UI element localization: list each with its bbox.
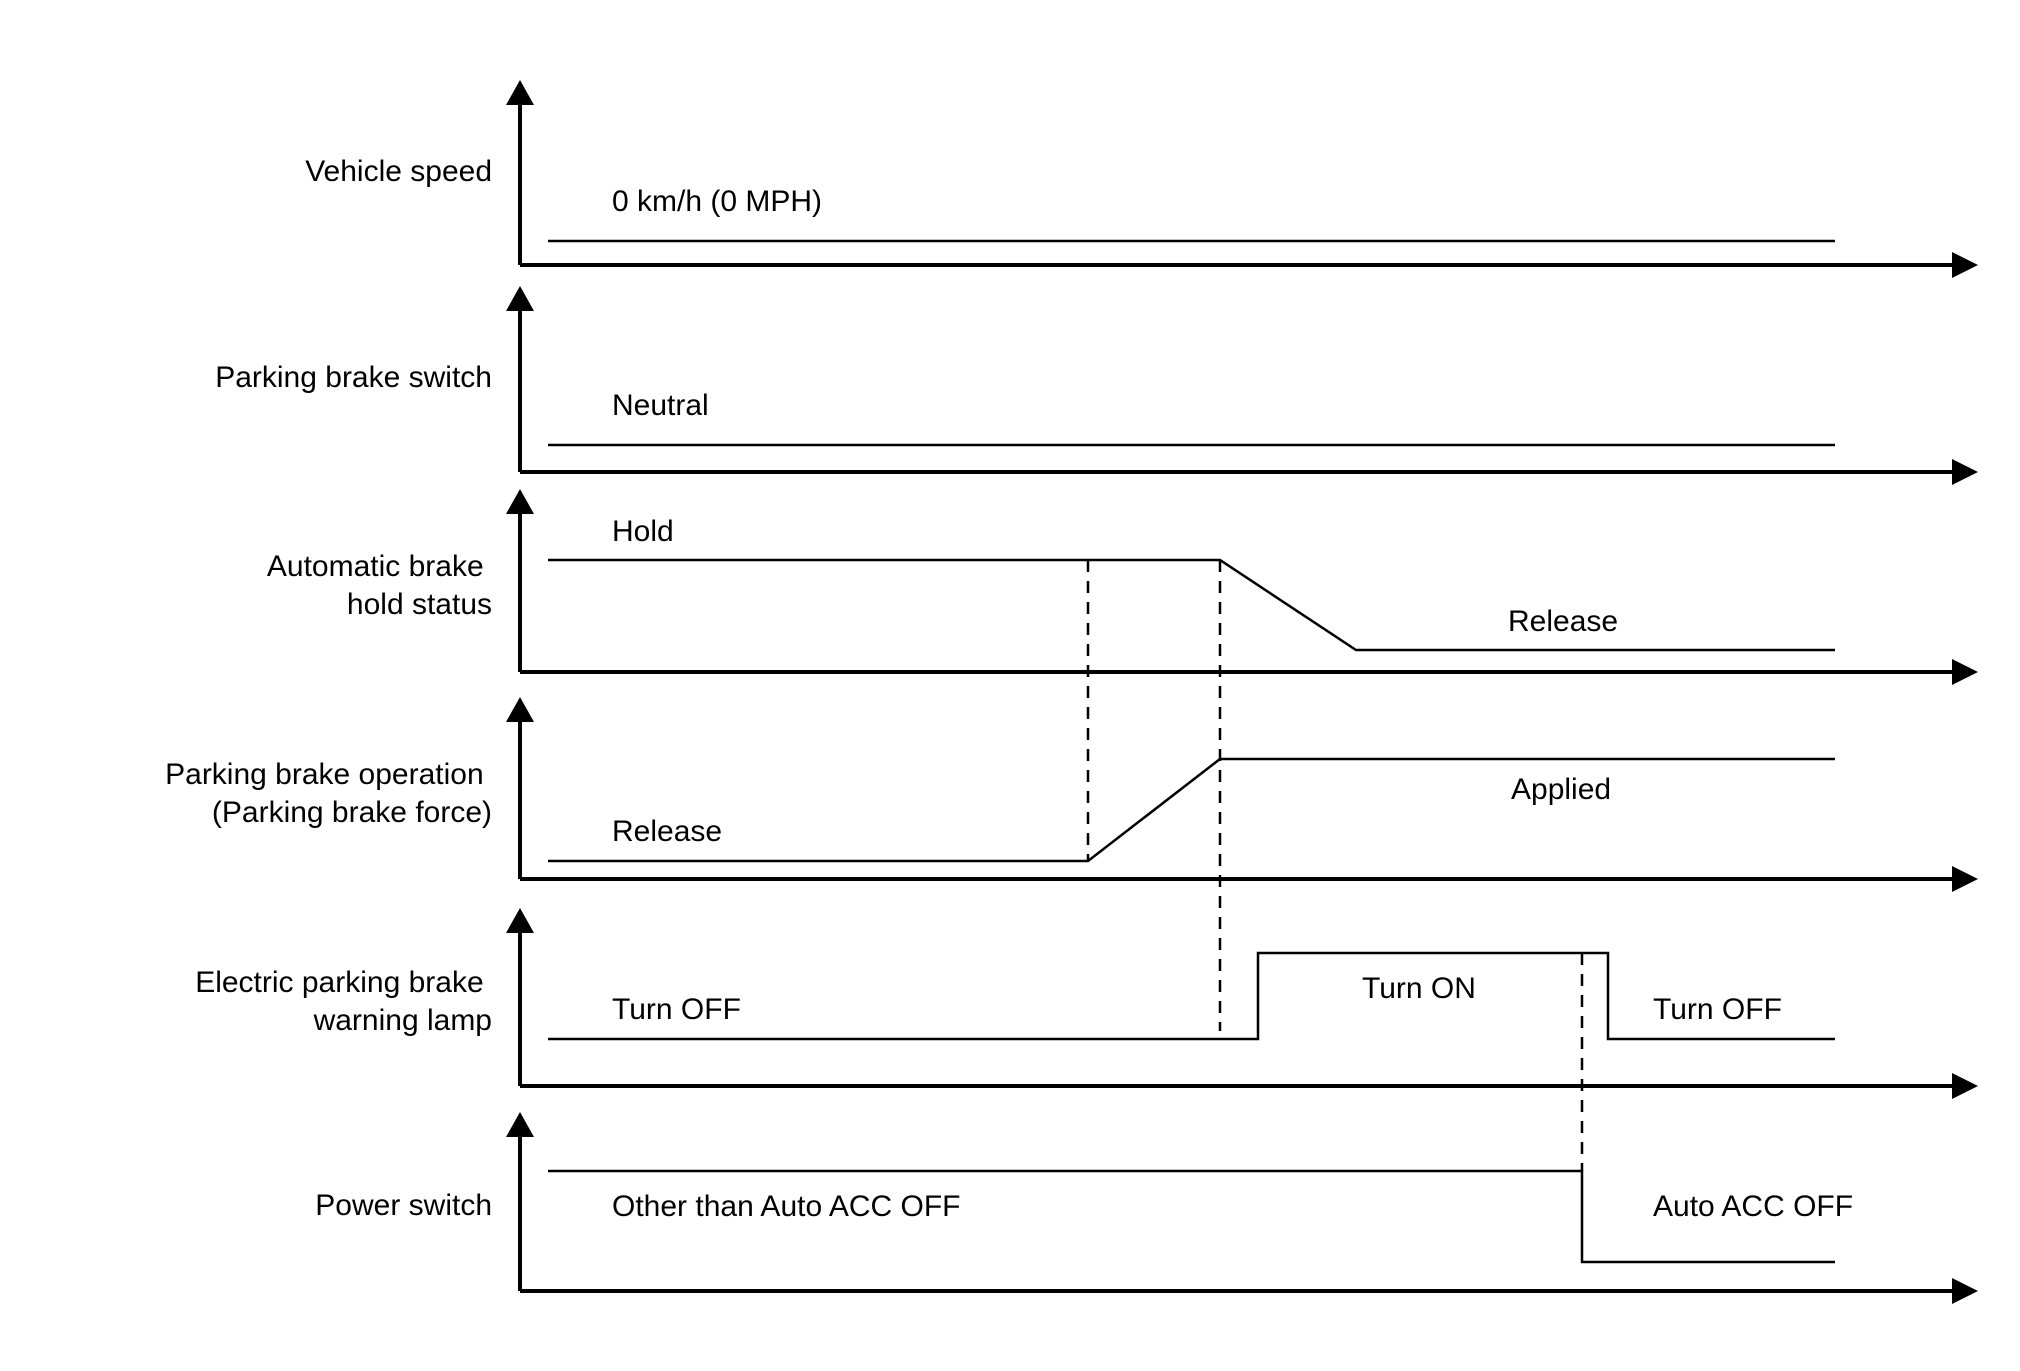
- row-label-automatic-brake-hold: Automatic brake hold status: [267, 550, 492, 621]
- x-axis-arrow: [1952, 252, 1978, 278]
- row-label-line: (Parking brake force): [212, 796, 492, 829]
- row-label-line: hold status: [347, 588, 492, 621]
- x-axis-arrow: [1952, 1073, 1978, 1099]
- signal-line-warning-lamp: [548, 951, 1835, 1041]
- row-parking-brake-operation: Parking brake operation (Parking brake f…: [165, 697, 1978, 892]
- row-label-line: warning lamp: [313, 1004, 492, 1037]
- y-axis-arrow: [506, 80, 534, 105]
- x-axis-arrow: [1952, 459, 1978, 485]
- row-parking-brake-switch: Parking brake switch Neutral: [215, 286, 1978, 485]
- state-turn-on: Turn ON: [1362, 972, 1476, 1005]
- row-label-parking-brake-switch: Parking brake switch: [215, 361, 492, 394]
- x-axis-arrow: [1952, 659, 1978, 685]
- y-axis-arrow: [506, 908, 534, 933]
- row-label-parking-brake-operation: Parking brake operation (Parking brake f…: [165, 758, 492, 829]
- x-axis-arrow: [1952, 1278, 1978, 1304]
- row-label-line: Parking brake switch: [215, 361, 492, 394]
- state-applied: Applied: [1511, 773, 1611, 806]
- y-axis-arrow: [506, 489, 534, 514]
- row-vehicle-speed: Vehicle speed 0 km/h (0 MPH): [305, 80, 1978, 278]
- row-warning-lamp: Electric parking brake warning lamp Turn…: [195, 908, 1978, 1099]
- row-label-line: Parking brake operation: [165, 758, 484, 791]
- state-turn-off: Turn OFF: [612, 993, 741, 1026]
- row-automatic-brake-hold: Automatic brake hold status Hold Release: [267, 489, 1978, 685]
- row-label-line: Vehicle speed: [305, 155, 492, 188]
- signal-line-power-switch: [548, 1169, 1835, 1264]
- state-release: Release: [1508, 605, 1618, 638]
- y-axis-arrow: [506, 1112, 534, 1137]
- state-other-than-auto-acc-off: Other than Auto ACC OFF: [612, 1190, 961, 1223]
- state-auto-acc-off: Auto ACC OFF: [1653, 1190, 1853, 1223]
- state-zero-speed: 0 km/h (0 MPH): [612, 185, 822, 218]
- state-neutral: Neutral: [612, 389, 709, 422]
- row-power-switch: Power switch Other than Auto ACC OFF Aut…: [315, 1112, 1978, 1304]
- row-label-line: Power switch: [315, 1189, 492, 1222]
- y-axis-arrow: [506, 286, 534, 311]
- state-hold: Hold: [612, 515, 674, 548]
- signal-line-parking-brake-operation: [548, 757, 1835, 863]
- row-label-line: Electric parking brake: [195, 966, 483, 999]
- row-label-power-switch: Power switch: [315, 1189, 492, 1222]
- y-axis-arrow: [506, 697, 534, 722]
- row-label-warning-lamp: Electric parking brake warning lamp: [195, 966, 492, 1037]
- row-label-vehicle-speed: Vehicle speed: [305, 155, 492, 188]
- state-release: Release: [612, 815, 722, 848]
- x-axis-arrow: [1952, 866, 1978, 892]
- state-turn-off: Turn OFF: [1653, 993, 1782, 1026]
- row-label-line: Automatic brake: [267, 550, 484, 583]
- signal-line-automatic-brake-hold: [548, 558, 1835, 652]
